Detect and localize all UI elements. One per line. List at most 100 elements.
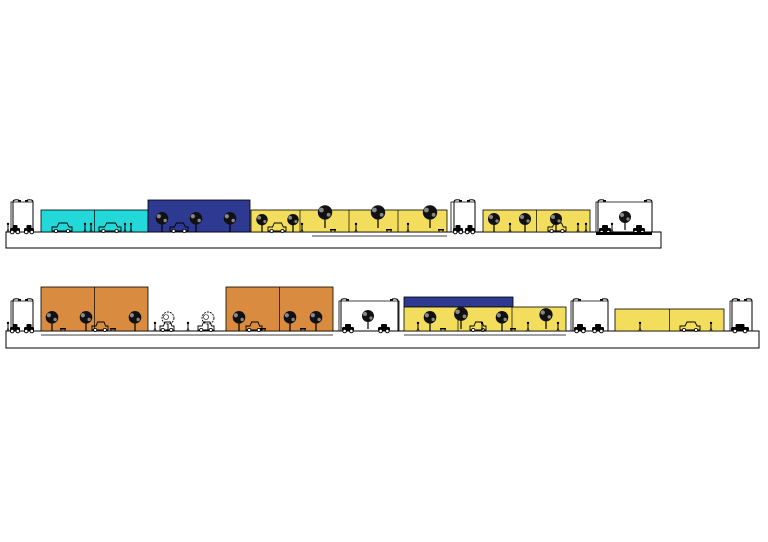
lamp-arm: [731, 298, 739, 302]
pedestrian-icon: [123, 222, 127, 233]
person-legs: [300, 227, 304, 233]
car-cabin: [577, 324, 583, 328]
tree-highlight: [379, 212, 384, 217]
tree-highlight: [424, 207, 429, 213]
tree-crown: [45, 311, 59, 324]
tree-highlight: [363, 312, 367, 316]
street-lamp-icon: [600, 298, 609, 331]
pedestrian-icon: [416, 321, 420, 332]
tree-icon: [619, 211, 631, 230]
tree-highlight: [431, 212, 436, 217]
tree-highlight: [80, 313, 85, 318]
car-cabin: [12, 324, 18, 328]
ground-base: [5, 330, 760, 349]
car-wheel: [549, 228, 554, 233]
person-head: [584, 222, 588, 226]
bench-icon: [510, 328, 516, 331]
tree-icon: [454, 307, 468, 329]
tree-icon: [45, 311, 59, 331]
pedestrian-icon: [638, 321, 642, 332]
person-legs: [610, 227, 614, 233]
car-icon: [23, 225, 35, 235]
person-legs: [480, 326, 484, 332]
car-icon: [169, 222, 189, 233]
person-legs: [83, 227, 87, 233]
tree-icon: [201, 311, 215, 331]
bench-icon: [386, 229, 392, 232]
tree-crown: [519, 213, 531, 225]
person-head: [123, 222, 127, 226]
tree-highlight: [46, 313, 51, 318]
lamp-head: [18, 200, 21, 202]
pedestrian-icon: [480, 321, 484, 332]
tree-highlight: [156, 214, 161, 219]
car-wheel: [15, 229, 21, 235]
tree-highlight: [233, 313, 238, 318]
car-wheel: [66, 228, 71, 233]
tree-crown: [283, 311, 297, 324]
car-wheel: [349, 328, 354, 334]
tree-crown: [79, 311, 93, 324]
tree-detail: [163, 314, 169, 320]
lamp-head: [390, 299, 393, 301]
lamp-arm: [26, 199, 34, 203]
car-icon: [91, 321, 109, 332]
car-wheel: [280, 228, 285, 233]
bench-icon: [440, 328, 446, 331]
tree-icon: [79, 311, 93, 331]
car-wheel: [694, 327, 699, 332]
car-wheel: [208, 327, 213, 332]
median-outline: [338, 300, 400, 331]
car-wheel: [378, 328, 383, 334]
tree-highlight: [288, 215, 293, 220]
building-orange-right: [225, 286, 334, 332]
car-icon: [159, 321, 175, 332]
tree-crown: [309, 311, 323, 324]
person-legs: [406, 227, 410, 233]
person-head: [300, 222, 304, 226]
car-wheel: [385, 328, 390, 334]
tree-highlight: [129, 313, 134, 318]
tree-highlight: [197, 218, 201, 223]
ground-base: [5, 231, 662, 249]
lamp-head: [600, 299, 603, 301]
tree-highlight: [319, 207, 324, 213]
tree-crown: [256, 213, 268, 226]
person-head: [576, 222, 580, 226]
lamp-arm: [453, 199, 461, 203]
tree-icon: [161, 311, 175, 331]
person-head: [83, 222, 87, 226]
car-wheel: [256, 327, 261, 332]
median-outline: [570, 300, 609, 331]
car-icon: [378, 324, 390, 334]
car-wheel: [742, 328, 748, 334]
person-head: [6, 222, 10, 226]
building-blue-top: [403, 296, 514, 308]
lamp-arm: [391, 298, 399, 302]
street-lamp-icon: [453, 199, 462, 232]
car-wheel: [470, 229, 476, 235]
person-legs: [6, 326, 10, 332]
tree-highlight: [190, 214, 195, 219]
car-body: [91, 321, 109, 331]
bench-seat: [300, 328, 306, 330]
car-cabin: [26, 324, 32, 328]
bench-icon: [110, 328, 116, 331]
person-head: [406, 222, 410, 226]
car-wheel: [9, 328, 15, 334]
tree-highlight: [551, 215, 555, 219]
pedestrian-icon: [576, 222, 580, 233]
tree-highlight: [455, 309, 460, 315]
street-lamp-icon: [572, 298, 581, 331]
person-head: [556, 321, 560, 325]
car-icon: [731, 324, 749, 334]
tree-crown: [619, 211, 631, 223]
tree-highlight: [231, 218, 235, 223]
pedestrian-icon: [6, 222, 10, 233]
person-legs: [123, 227, 127, 233]
bench-seat: [386, 229, 392, 231]
car-icon: [592, 324, 604, 334]
tree-icon: [232, 311, 246, 331]
car-wheel: [471, 327, 476, 332]
car-wheel: [599, 328, 604, 334]
